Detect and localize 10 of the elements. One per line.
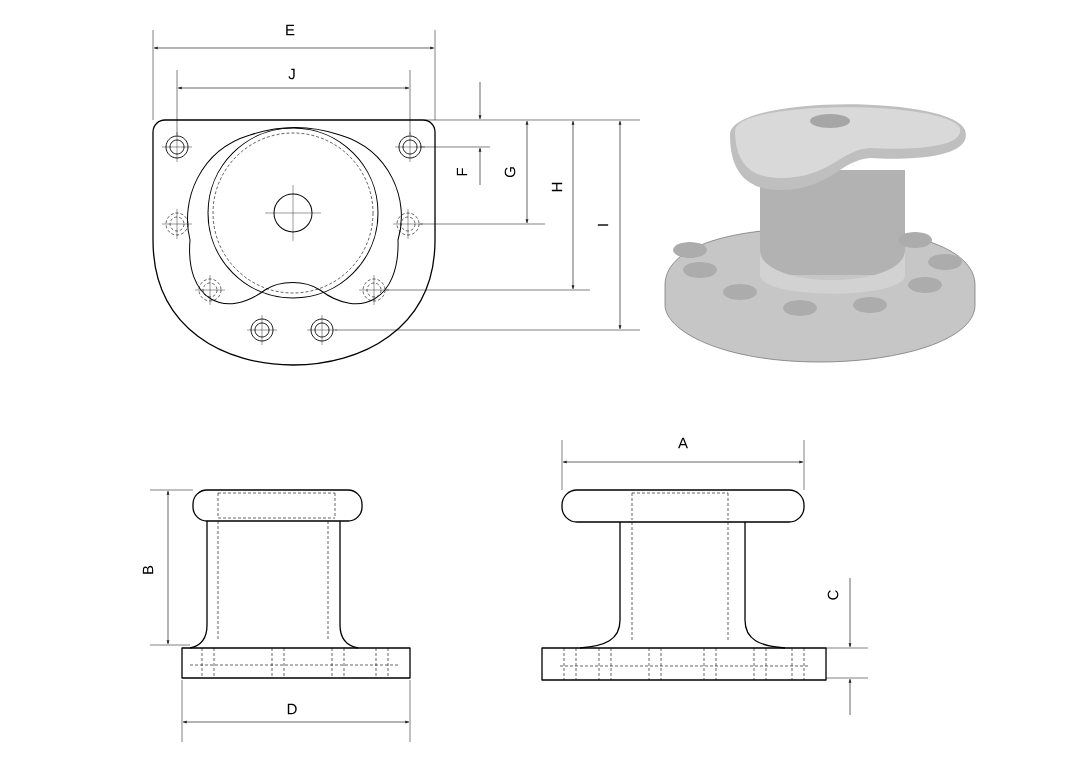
dimension-label: F bbox=[456, 168, 468, 176]
dimension-label: G bbox=[504, 167, 516, 178]
dimension-label: H bbox=[551, 182, 563, 192]
dimension-label: C bbox=[827, 590, 839, 600]
dimension-label: I bbox=[597, 224, 609, 226]
dimension-label: J bbox=[288, 68, 295, 80]
dimension-label: B bbox=[142, 565, 154, 574]
dimension-label: D bbox=[287, 703, 297, 715]
dimension-label: E bbox=[286, 24, 295, 36]
dimension-label: A bbox=[678, 437, 688, 449]
